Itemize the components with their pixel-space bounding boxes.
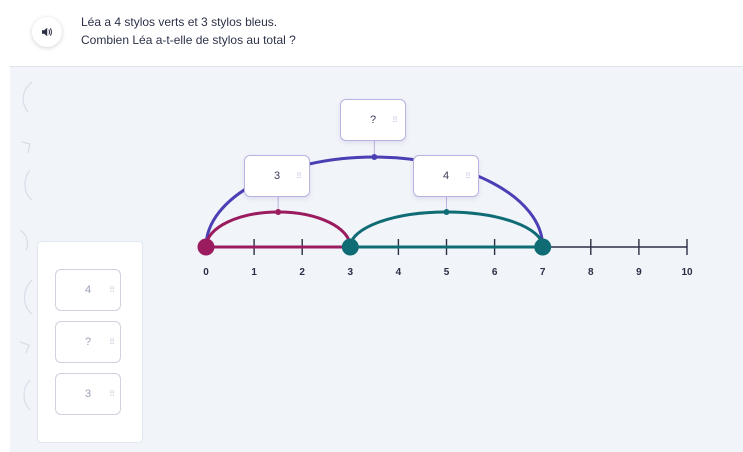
arc-first-jump [204,210,352,249]
speaker-icon [42,27,52,37]
answer-card-3[interactable]: 3 ⠿ [55,373,121,415]
drag-handle-icon: ⠿ [296,171,302,181]
tick-label-5: 5 [444,267,450,278]
drop-total-value: ? [369,114,377,126]
point-0 [197,238,215,256]
answer-card-4[interactable]: 4 ⠿ [55,269,121,311]
tick-label-4: 4 [396,267,402,278]
tick-label-1: 1 [251,267,257,278]
drag-handle-icon: ⠿ [109,389,115,399]
question-line-1: Léa a 4 stylos verts et 3 stylos bleus. [81,15,278,29]
question-text: Léa a 4 stylos verts et 3 stylos bleus. … [81,13,296,49]
drop-second-value: 4 [442,170,450,182]
tick-label-6: 6 [492,267,498,278]
tick-label-0: 0 [203,267,209,278]
drop-zone-first-jump[interactable]: 3 ⠿ [244,155,310,197]
arc-total-midpoint [371,154,378,160]
drop-zone-second-jump[interactable]: 4 ⠿ [413,155,479,197]
card-value: 4 [84,284,92,296]
tick-label-8: 8 [588,267,594,278]
decorative-doodles [19,81,33,411]
audio-button[interactable] [32,17,62,47]
drag-handle-icon: ⠿ [465,171,471,181]
drop-first-value: 3 [273,170,281,182]
tick-label-9: 9 [636,267,642,278]
card-value: 3 [84,388,92,400]
point-3 [341,238,359,256]
tick-label-2: 2 [299,267,305,278]
answer-card-unknown[interactable]: ? ⠿ [55,321,121,363]
question-line-2: Combien Léa a-t-elle de stylos au total … [81,33,296,47]
point-7 [534,238,552,256]
drag-handle-icon: ⠿ [392,115,398,125]
arc-second-jump-midpoint [443,209,450,215]
question-header: Léa a 4 stylos verts et 3 stylos bleus. … [0,0,743,66]
drop-zone-total[interactable]: ? ⠿ [340,99,406,141]
arc-first-jump-midpoint [275,209,282,215]
tick-label-7: 7 [540,267,546,278]
drag-handle-icon: ⠿ [109,337,115,347]
tick-label-3: 3 [348,267,354,278]
card-value: ? [84,336,92,348]
tick-label-10: 10 [681,267,693,278]
drag-handle-icon: ⠿ [109,285,115,295]
